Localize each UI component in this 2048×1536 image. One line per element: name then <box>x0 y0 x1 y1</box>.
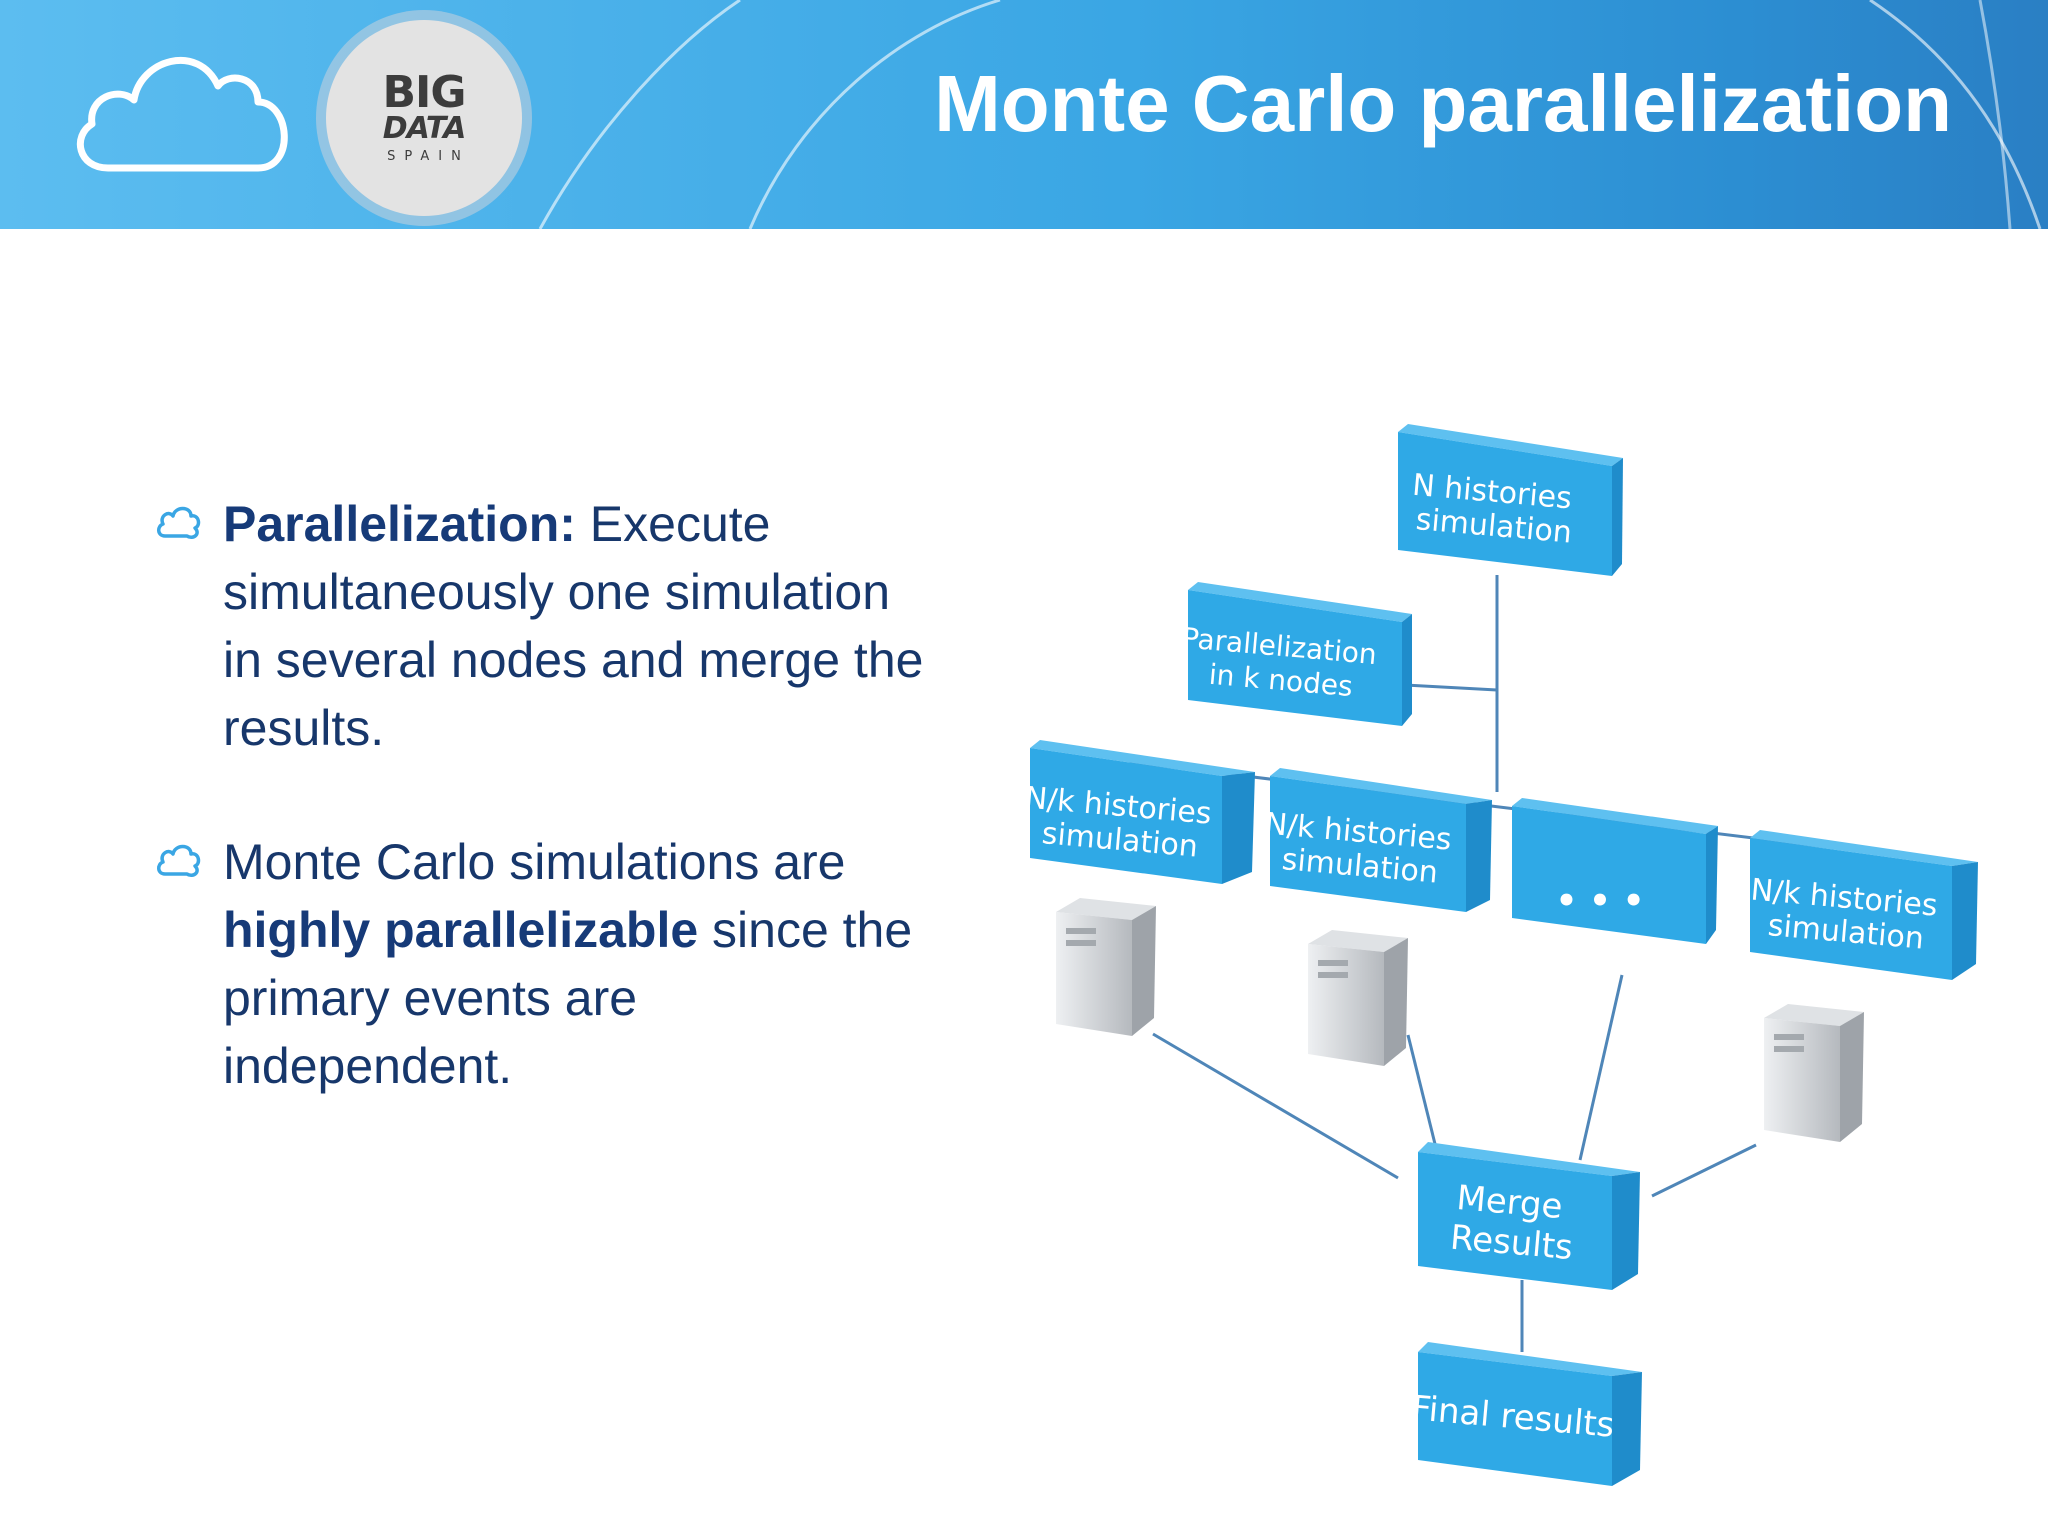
bullet-2-bold: highly parallelizable <box>223 902 699 958</box>
bullet-2-post: since the primary events are independent… <box>223 902 913 1094</box>
logo-big-text: BIG <box>382 66 466 118</box>
svg-text:N/k histories simulation: N/k histories simulation <box>1260 807 1462 893</box>
logo-spain-text: SPAIN <box>387 148 470 164</box>
header-decoration <box>538 0 2042 229</box>
bullet-1-bold: Parallelization: <box>223 496 576 552</box>
box-ellipsis: • • • <box>1512 798 1718 944</box>
box-node-1: N/k histories simulation <box>1023 740 1255 884</box>
svg-text:Merge Results: Merge Results <box>1449 1178 1578 1268</box>
box-merge-results: Merge Results <box>1418 1142 1640 1290</box>
cloud-icon <box>76 56 288 172</box>
box-node-2: N/k histories simulation <box>1260 768 1492 912</box>
box-node-4: N/k histories simulation <box>1746 830 1978 980</box>
server-tower-icon <box>1308 930 1408 1066</box>
box-merge-line1: Merge <box>1455 1178 1564 1227</box>
bullet-2-pre: Monte Carlo simulations are <box>223 834 846 890</box>
svg-text:N/k histories simulation: N/k histories simulation <box>1746 873 1948 959</box>
bullet-item-parallelizable: Monte Carlo simulations are highly paral… <box>155 828 935 1100</box>
big-data-spain-logo: BIG DATA SPAIN <box>326 20 522 216</box>
cloud-bullet-icon <box>157 506 201 540</box>
box-final-results: Final results <box>1410 1342 1642 1486</box>
server-tower-icon <box>1056 898 1156 1036</box>
box-parallelization: Parallelization in k nodes <box>1181 582 1412 726</box>
slide-title: Monte Carlo parallelization <box>934 59 1952 148</box>
box-ellipsis-label: • • • <box>1556 881 1645 921</box>
server-tower-icon <box>1764 1004 1864 1142</box>
header-banner: BIG DATA SPAIN Monte Carlo parallelizati… <box>0 0 2048 229</box>
cloud-bullet-icon <box>157 844 201 878</box>
bullet-item-parallelization: Parallelization: Execute simultaneously … <box>155 490 935 762</box>
bullet-list: Parallelization: Execute simultaneously … <box>155 490 935 1166</box>
logo-data-text: DATA <box>382 110 467 146</box>
svg-text:N histories simulation: N histories simulation <box>1408 468 1583 552</box>
box-n-histories: N histories simulation <box>1398 424 1623 576</box>
bullet-1-text: Execute simultaneously one simulation in… <box>223 496 924 756</box>
